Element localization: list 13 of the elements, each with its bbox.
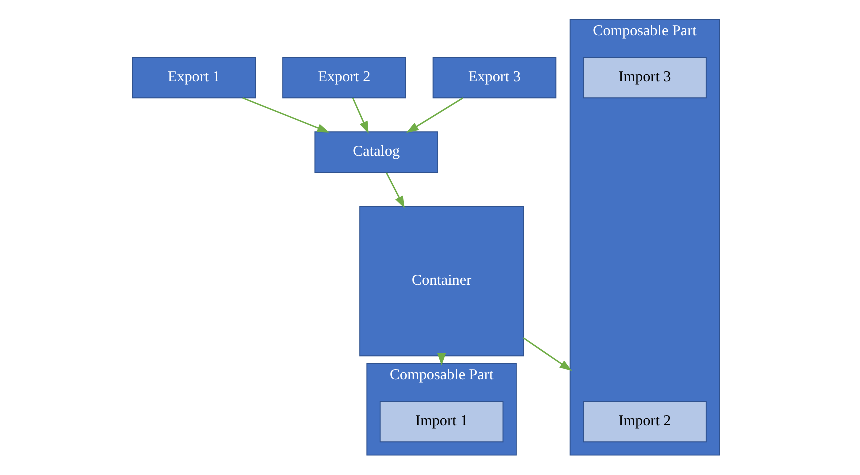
- arrow: [242, 97, 330, 133]
- node-box: Import 1: [380, 401, 504, 443]
- arrow: [523, 338, 572, 372]
- arrow: [386, 172, 405, 209]
- arrow: [406, 98, 464, 134]
- node-box: Catalog: [314, 132, 438, 174]
- node-box: Export 2: [282, 57, 406, 99]
- node-box: Import 3: [583, 57, 707, 99]
- arrow: [352, 98, 369, 134]
- node-box: Export 3: [432, 57, 557, 99]
- node-box: Export 1: [132, 57, 256, 99]
- node-box: Import 2: [583, 401, 707, 443]
- arrow: [438, 354, 446, 366]
